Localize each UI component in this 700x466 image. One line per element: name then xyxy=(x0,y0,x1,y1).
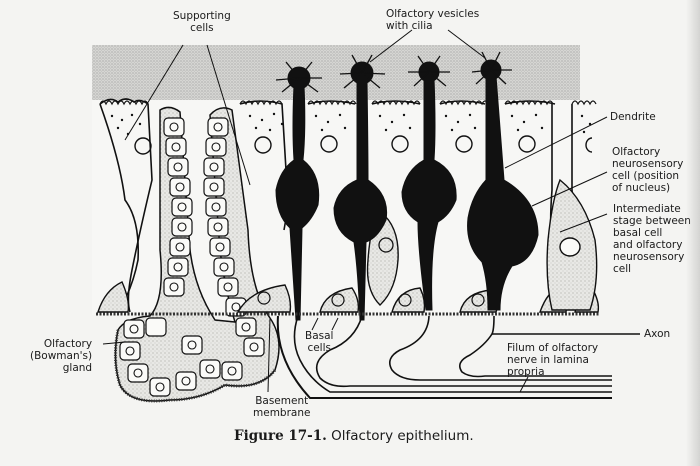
neuron-4 xyxy=(467,51,539,311)
olfactory-neurosensory-cells xyxy=(275,51,539,321)
label-axon: Axon xyxy=(644,328,671,340)
neuron-3 xyxy=(401,55,457,311)
label-supporting-cells: Supporting cells xyxy=(173,10,231,34)
label-filum: Filum of olfactory nerve in lamina propr… xyxy=(507,342,599,378)
figure-caption: Figure 17-1. Olfactory epithelium. xyxy=(234,428,474,444)
figure-number: Figure 17-1. xyxy=(234,428,327,444)
label-bowmans-gland: Olfactory (Bowman's) gland xyxy=(30,338,93,374)
label-dendrite: Dendrite xyxy=(610,111,656,123)
neuron-1 xyxy=(275,61,322,321)
label-intermediate-stage: Intermediate stage between basal cell an… xyxy=(613,203,691,275)
label-olfactory-vesicles: Olfactory vesicles with cilia xyxy=(386,8,480,32)
intermediate-cells xyxy=(366,178,598,311)
label-neurosensory-cell: Olfactory neurosensory cell (position of… xyxy=(612,146,684,194)
neuron-2 xyxy=(333,54,388,321)
axons-filum xyxy=(276,315,640,399)
label-basal-cells: Basal cells xyxy=(305,330,334,354)
figure-title: Olfactory epithelium. xyxy=(331,428,474,444)
label-basement-membrane: Basement membrane xyxy=(253,395,311,419)
bowmans-gland xyxy=(113,106,280,403)
supporting-cell-nuclei xyxy=(134,135,593,155)
secretory-granules xyxy=(110,112,592,136)
leader-lines xyxy=(102,29,608,393)
basal-cell-nuclei xyxy=(257,291,485,307)
microvilli xyxy=(99,100,597,106)
scan-edge-shadow xyxy=(686,0,700,466)
